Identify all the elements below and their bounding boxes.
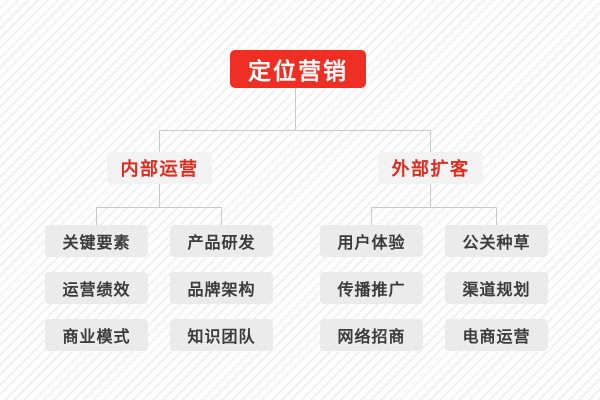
node-root[interactable]: 定位营销 bbox=[230, 50, 366, 88]
node-leaf-key-elements[interactable]: 关键要素 bbox=[45, 225, 148, 257]
node-leaf-user-experience[interactable]: 用户体验 bbox=[320, 225, 423, 257]
node-leaf-online-investment[interactable]: 网络招商 bbox=[320, 319, 423, 351]
node-leaf-business-model[interactable]: 商业模式 bbox=[45, 319, 148, 351]
node-branch-internal-operations[interactable]: 内部运营 bbox=[107, 152, 212, 184]
connector-branch-left-stem bbox=[159, 184, 160, 207]
node-leaf-channel-planning[interactable]: 渠道规划 bbox=[445, 272, 548, 304]
connector-branch-right-col2 bbox=[496, 207, 497, 225]
connector-root-to-branch-right bbox=[430, 130, 431, 152]
node-leaf-pr-seeding[interactable]: 公关种草 bbox=[445, 225, 548, 257]
node-leaf-brand-architecture[interactable]: 品牌架构 bbox=[170, 272, 273, 304]
connector-branch-left-col2 bbox=[221, 207, 222, 225]
connector-branch-right-col1 bbox=[371, 207, 372, 225]
node-leaf-ecommerce-operations[interactable]: 电商运营 bbox=[445, 319, 548, 351]
node-leaf-operating-performance[interactable]: 运营绩效 bbox=[45, 272, 148, 304]
node-leaf-communication-promotion[interactable]: 传播推广 bbox=[320, 272, 423, 304]
connector-branch-left-bar bbox=[96, 207, 222, 208]
connector-branch-right-bar bbox=[371, 207, 497, 208]
connector-branch-left-col1 bbox=[96, 207, 97, 225]
connector-branch-right-stem bbox=[430, 184, 431, 207]
connector-root-to-branch-left bbox=[159, 130, 160, 152]
node-leaf-knowledge-team[interactable]: 知识团队 bbox=[170, 319, 273, 351]
node-branch-external-expansion[interactable]: 外部扩客 bbox=[378, 152, 483, 184]
connector-root-bar bbox=[159, 130, 431, 131]
connector-root-stem bbox=[295, 88, 296, 130]
node-leaf-product-rd[interactable]: 产品研发 bbox=[170, 225, 273, 257]
